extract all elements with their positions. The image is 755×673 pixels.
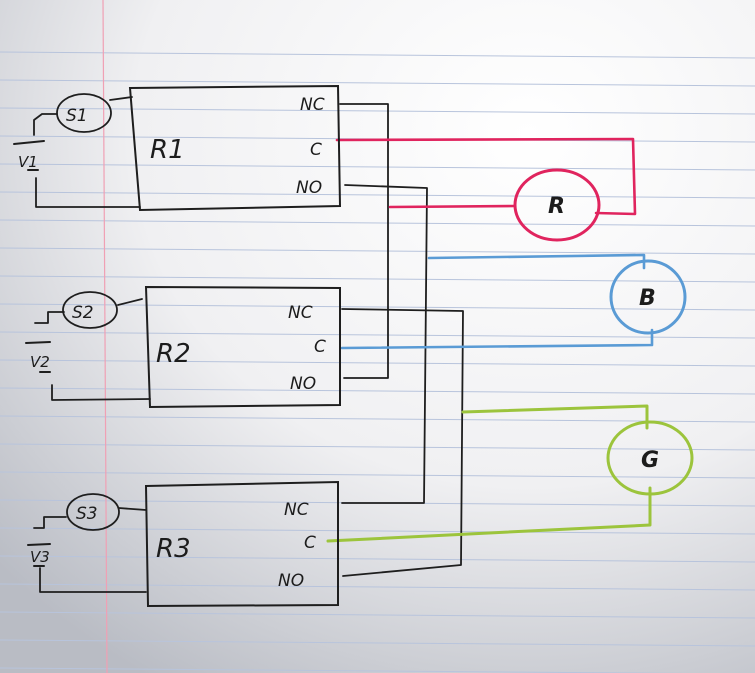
ruled-line <box>0 303 755 311</box>
ruled-line <box>0 667 693 673</box>
switch-s3 <box>66 493 120 531</box>
ruled-line <box>0 359 755 367</box>
ruled-line <box>0 639 755 647</box>
ruled-line <box>0 107 755 115</box>
wire-green-bottom <box>326 486 652 543</box>
ruled-line <box>0 331 755 339</box>
lamp-wiring <box>326 137 654 543</box>
voltage-sources <box>13 140 51 567</box>
source-v3-symbol <box>27 543 51 567</box>
margin-line <box>102 0 108 673</box>
source-v3-label: V3 <box>30 548 50 566</box>
switches <box>56 93 120 531</box>
wire-v3-r3 <box>39 567 147 593</box>
source-v1-label: V1 <box>18 153 38 171</box>
ruled-line <box>0 555 755 563</box>
black-wiring <box>33 96 464 593</box>
wire-s2-left <box>34 311 65 324</box>
relay-r3-label: R3 <box>156 534 191 564</box>
ruled-line <box>0 527 755 535</box>
lamp-green-label: G <box>641 448 659 473</box>
r3-terminal-no: NO <box>278 571 304 591</box>
switch-s2-label: S2 <box>72 303 94 323</box>
r3-terminal-c: C <box>304 533 316 553</box>
ruled-line <box>0 275 755 283</box>
r1-terminal-no: NO <box>296 178 322 198</box>
ruled-line <box>0 415 755 423</box>
wire-v1-r1 <box>35 177 141 208</box>
ruled-line <box>0 583 755 591</box>
ruled-line <box>0 387 755 395</box>
ruled-line <box>0 611 755 619</box>
r2-terminal-no: NO <box>290 374 316 394</box>
lamp-red-label: R <box>548 194 565 219</box>
ruled-line <box>0 79 755 87</box>
ruled-line <box>0 219 755 227</box>
ruled-line <box>0 471 755 479</box>
ruled-line <box>0 443 755 451</box>
ruled-line <box>0 163 755 171</box>
wire-r1nc-r2no <box>339 103 389 379</box>
wire-s3-left <box>33 516 67 529</box>
relay-r1-label: R1 <box>150 135 185 165</box>
wire-blue-top <box>427 253 646 270</box>
ruled-line <box>0 191 755 199</box>
lamps <box>513 168 694 496</box>
wire-r1no-r3nc <box>341 184 428 504</box>
r1-terminal-c: C <box>310 140 322 160</box>
switch-s3-label: S3 <box>76 504 98 524</box>
wire-s2-r2 <box>117 298 143 306</box>
lamp-red <box>513 168 601 242</box>
wire-blue-bottom <box>340 328 654 350</box>
wire-r2nc-r3no <box>341 308 464 577</box>
relay-box-r2 <box>144 285 341 409</box>
switch-s1 <box>56 93 112 133</box>
relay-box-r1 <box>128 84 342 212</box>
ruled-line <box>0 51 755 59</box>
source-v1-symbol <box>13 140 45 171</box>
wire-s1-r1 <box>109 96 133 101</box>
wire-s1-left <box>33 113 58 136</box>
source-v2-label: V2 <box>30 353 50 371</box>
r1-terminal-nc: NC <box>300 95 325 115</box>
lamp-green <box>606 420 694 496</box>
relay-r2-label: R2 <box>156 339 191 369</box>
relay-box-r3 <box>144 480 339 608</box>
ruled-lines <box>0 51 755 673</box>
ruled-line <box>0 247 755 255</box>
wire-red-lamp <box>388 204 517 209</box>
wire-s3-r3 <box>118 507 147 511</box>
relay-boxes <box>128 84 342 608</box>
lamp-blue <box>609 259 687 335</box>
switch-s2 <box>62 291 118 329</box>
wire-red-common <box>335 137 637 216</box>
switch-s1-label: S1 <box>66 106 88 126</box>
r2-terminal-c: C <box>314 337 326 357</box>
r3-terminal-nc: NC <box>284 500 309 520</box>
r2-terminal-nc: NC <box>288 303 313 323</box>
source-v2-symbol <box>25 341 51 373</box>
lamp-blue-label: B <box>639 286 656 311</box>
wire-v2-r2 <box>51 384 151 401</box>
